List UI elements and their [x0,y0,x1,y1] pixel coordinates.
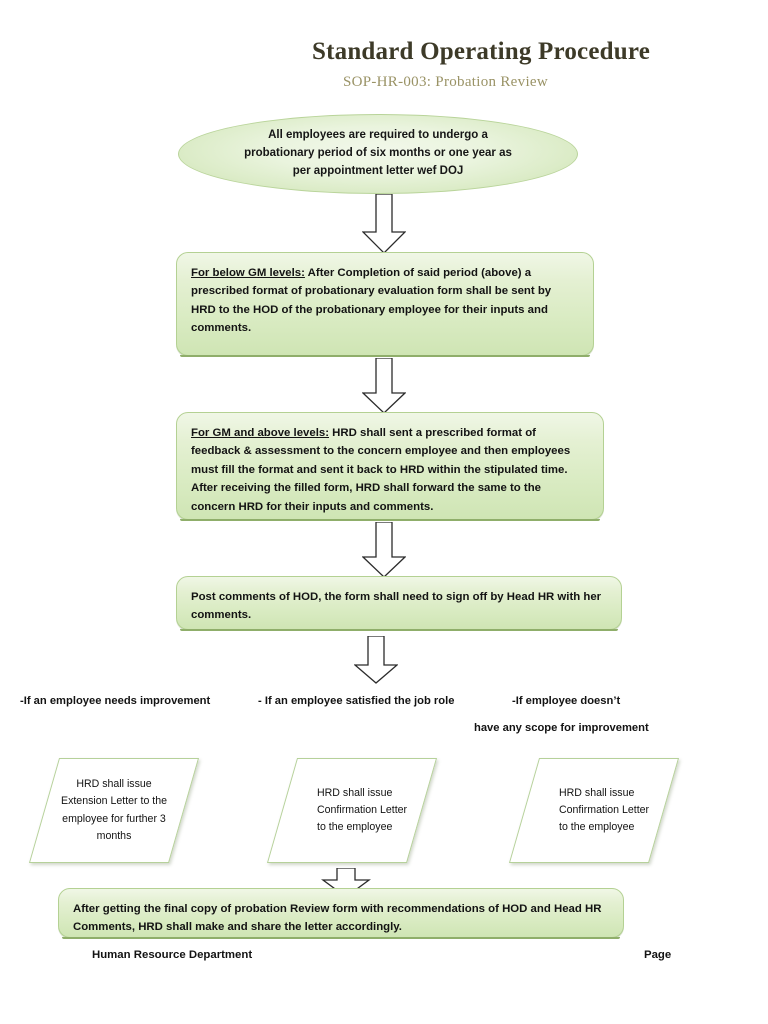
flow-arrow-4 [354,636,398,684]
condition-label-1-line1: -If an employee needs improvement [20,695,211,707]
flow-arrow-1 [362,194,406,254]
flow-step-3-box: Post comments of HOD, the form shall nee… [176,576,622,631]
condition-label-3-line2: have any scope for improvement [474,722,649,734]
flow-step-1-text: For below GM levels: After Completion of… [177,253,593,348]
flow-step-2-label: For GM and above levels: [191,427,329,439]
outcome-parallelogram-3: HRD shall issue Confirmation Letter to t… [508,758,680,863]
flow-step-3-text: Post comments of HOD, the form shall nee… [191,591,602,622]
flow-start-text: All employees are required to undergo a … [244,129,512,177]
condition-label-2: - If an employee satisfied the job role [258,692,454,712]
flow-step-1-box: For below GM levels: After Completion of… [176,252,594,357]
flow-arrow-3 [362,522,406,578]
outcome-parallelogram-1: HRD shall issue Extension Letter to the … [28,758,200,863]
flow-final-text: After getting the final copy of probatio… [73,903,602,934]
flow-arrow-2 [362,358,406,414]
condition-label-1: -If an employee needs improvement [20,692,210,712]
flow-step-1-body: After Completion of said period (above) … [191,267,552,335]
flow-final-box: After getting the final copy of probatio… [58,888,624,939]
condition-label-2-line1: - If an employee satisfied the job role [258,695,455,707]
condition-label-3-wrap: have any scope for improvement [474,719,649,739]
footer-department-label: Human Resource Department [92,949,253,961]
flow-step-2-box: For GM and above levels: HRD shall sent … [176,412,604,521]
outcome-parallelogram-2: HRD shall issue Confirmation Letter to t… [266,758,438,863]
flow-step-2-text: For GM and above levels: HRD shall sent … [177,413,603,526]
outcome-2-text: HRD shall issue Confirmation Letter to t… [317,786,408,834]
flow-step-1-label: For below GM levels: [191,267,305,279]
outcome-1-text: HRD shall issue Extension Letter to the … [61,778,168,842]
condition-label-3-line1: -If employee doesn’t [512,695,621,707]
page-title: Standard Operating Procedure [311,38,650,65]
footer-page-label: Page [644,949,672,961]
condition-label-3: -If employee doesn’t [512,692,620,712]
flow-step-2-body: HRD shall sent a prescribed format of fe… [191,427,571,513]
flow-start-ellipse: All employees are required to undergo a … [178,114,578,194]
outcome-3-text: HRD shall issue Confirmation Letter to t… [559,786,650,834]
page-subtitle: SOP-HR-003: Probation Review [342,74,548,90]
